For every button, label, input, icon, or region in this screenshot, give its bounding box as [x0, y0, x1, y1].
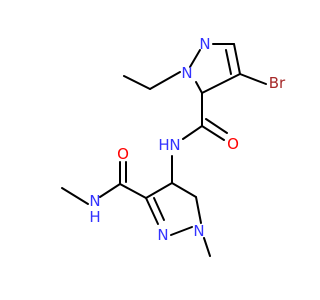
upper-pyrazole-ring — [189, 43, 267, 94]
bond-c3-c4 — [145, 182, 173, 199]
atom-o-upper-amide: O — [227, 135, 239, 153]
bond-c4-c5 — [201, 73, 241, 94]
bond-n-n — [189, 49, 201, 68]
bond-c5-n — [195, 81, 203, 94]
bond-c4-br — [239, 73, 267, 85]
bond-nh-methyl — [61, 187, 89, 205]
bond-c5-n1-lower — [195, 196, 202, 224]
bond-n2-c3-double — [153, 197, 165, 221]
ethyl-group — [123, 71, 181, 90]
atom-h-lower-amide: H — [89, 208, 100, 226]
bond-carbonyl-nh — [182, 125, 203, 140]
bond-c-c4 — [233, 43, 241, 75]
atom-n-lower-ring-left: N — [157, 226, 168, 244]
atom-h-upper-amide: H — [158, 136, 169, 154]
background — [0, 0, 300, 300]
bond-n-ch2 — [149, 71, 181, 90]
bond-carbonyl-nh-lower — [99, 183, 121, 198]
bond-c3-carbonyl — [119, 183, 147, 199]
atom-n-lower-ring-methyl: N — [193, 222, 204, 240]
upper-amide — [171, 92, 228, 184]
atom-br: Br — [269, 74, 286, 92]
bond-c4-c5-lower — [171, 182, 197, 198]
atom-n-upper-amide: N — [169, 136, 180, 154]
bond-ch2-ch3 — [123, 75, 151, 90]
lower-pyrazole-ring — [145, 182, 211, 257]
bond-c-c4-double — [225, 49, 232, 75]
bond-n2-c3 — [145, 197, 159, 225]
atom-o-lower-amide: O — [117, 145, 129, 163]
atom-n-upper-ring-top: N — [199, 35, 210, 53]
bond-n1-n2 — [170, 226, 193, 236]
molecule-structure-diagram: N N Br O N H O N H N N — [0, 0, 300, 300]
lower-amide — [61, 161, 147, 205]
bond-n1-methyl — [203, 237, 211, 257]
atom-n-upper-ring-ethyl: N — [181, 64, 192, 82]
bond-carbonyl-o — [201, 125, 225, 141]
bond-carbonyl-o-double — [205, 118, 228, 134]
atom-n-lower-amide: N — [89, 192, 100, 210]
